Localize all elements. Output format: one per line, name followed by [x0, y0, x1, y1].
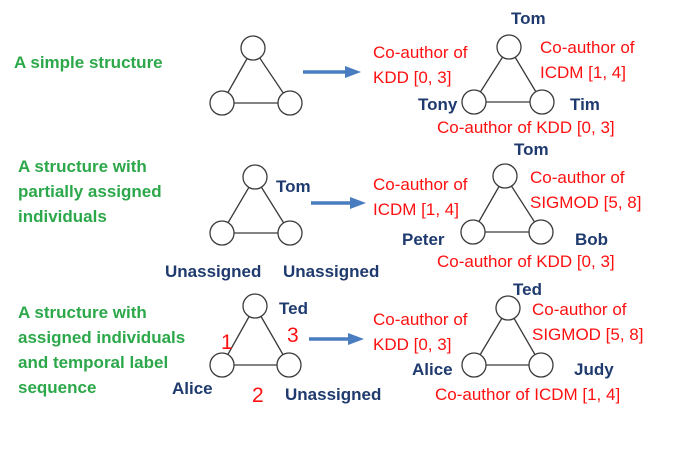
row-1-edge-label-left: Co-author of KDD [0, 3]: [373, 43, 472, 87]
row-3-order-bottom: 2: [252, 384, 264, 407]
instance-node-left: [461, 89, 487, 115]
row-3-edge-label-left: Co-author of KDD [0, 3]: [373, 310, 472, 354]
row-1-name-left: Tony: [418, 95, 458, 114]
row-2-name-left: Peter: [402, 230, 445, 249]
row-2-name-right: Bob: [575, 230, 608, 249]
row-2-title-line-2: partially assigned: [18, 182, 162, 201]
pattern-node-left: [209, 90, 235, 116]
pattern-node-left: [209, 220, 235, 246]
row-2-pattern-name-top: Tom: [276, 177, 311, 196]
pattern-node-right: [277, 90, 303, 116]
row-1-pattern-triangle: [209, 35, 303, 116]
pattern-node-left: [209, 352, 235, 378]
pattern-node-right: [276, 352, 302, 378]
row-3: A structure with assigned individuals an…: [18, 280, 643, 407]
instance-node-top: [492, 163, 518, 189]
row-1-instance-triangle: [461, 34, 555, 115]
row-3-title-line-1: A structure with: [18, 303, 147, 322]
pattern-node-top: [240, 35, 266, 61]
row-3-edge-label-right: Co-author of SIGMOD [5, 8]: [532, 300, 643, 344]
instance-node-right: [528, 219, 554, 245]
row-1-edge-label-bottom: Co-author of KDD [0, 3]: [437, 118, 615, 137]
row-1-name-top: Tom: [511, 9, 546, 28]
row-2: A structure with partially assigned indi…: [18, 140, 641, 281]
row-3-name-left: Alice: [412, 360, 453, 379]
row-3-pattern-triangle: [209, 293, 302, 378]
instance-node-top: [495, 295, 521, 321]
row-3-order-left: 1: [221, 331, 233, 354]
row-3-name-top: Ted: [513, 280, 542, 299]
row-3-instance-triangle: [461, 295, 554, 378]
row-3-order-right: 3: [287, 324, 299, 347]
row-3-pattern-name-right: Unassigned: [285, 385, 381, 404]
row-2-arrow: [311, 197, 366, 209]
row-2-pattern-name-right: Unassigned: [283, 262, 379, 281]
instance-node-top: [496, 34, 522, 60]
row-2-instance-triangle: [460, 163, 554, 245]
instance-node-right: [529, 89, 555, 115]
pattern-node-right: [277, 220, 303, 246]
row-2-edge-label-left: Co-author of ICDM [1, 4]: [373, 175, 472, 219]
row-1-edge-label-right: Co-author of ICDM [1, 4]: [540, 38, 639, 82]
row-2-name-top: Tom: [514, 140, 549, 159]
instance-node-right: [528, 352, 554, 378]
row-3-arrow: [309, 333, 364, 345]
row-2-edge-label-bottom: Co-author of KDD [0, 3]: [437, 252, 615, 271]
pattern-node-top: [242, 293, 268, 319]
row-2-pattern-triangle: [209, 164, 303, 246]
row-3-title-line-3: and temporal label: [18, 353, 168, 372]
instance-node-left: [461, 352, 487, 378]
row-3-title-line-4: sequence: [18, 378, 96, 397]
row-1-name-right: Tim: [570, 95, 600, 114]
row-1-arrow: [303, 66, 361, 78]
row-2-title-line-1: A structure with: [18, 157, 147, 176]
row-3-edge-label-bottom: Co-author of ICDM [1, 4]: [435, 385, 620, 404]
instance-node-left: [460, 219, 486, 245]
row-3-name-right: Judy: [574, 360, 614, 379]
row-3-pattern-name-left: Alice: [172, 379, 213, 398]
row-2-pattern-name-left: Unassigned: [165, 262, 261, 281]
row-2-title-line-3: individuals: [18, 207, 107, 226]
row-1-title-line-1: A simple structure: [14, 53, 163, 72]
row-1: A simple structure Tom Tony Tim: [14, 9, 639, 137]
row-3-title-line-2: assigned individuals: [18, 328, 185, 347]
row-2-edge-label-right: Co-author of SIGMOD [5, 8]: [530, 168, 641, 212]
pattern-node-top: [242, 164, 268, 190]
row-3-pattern-name-top: Ted: [279, 299, 308, 318]
